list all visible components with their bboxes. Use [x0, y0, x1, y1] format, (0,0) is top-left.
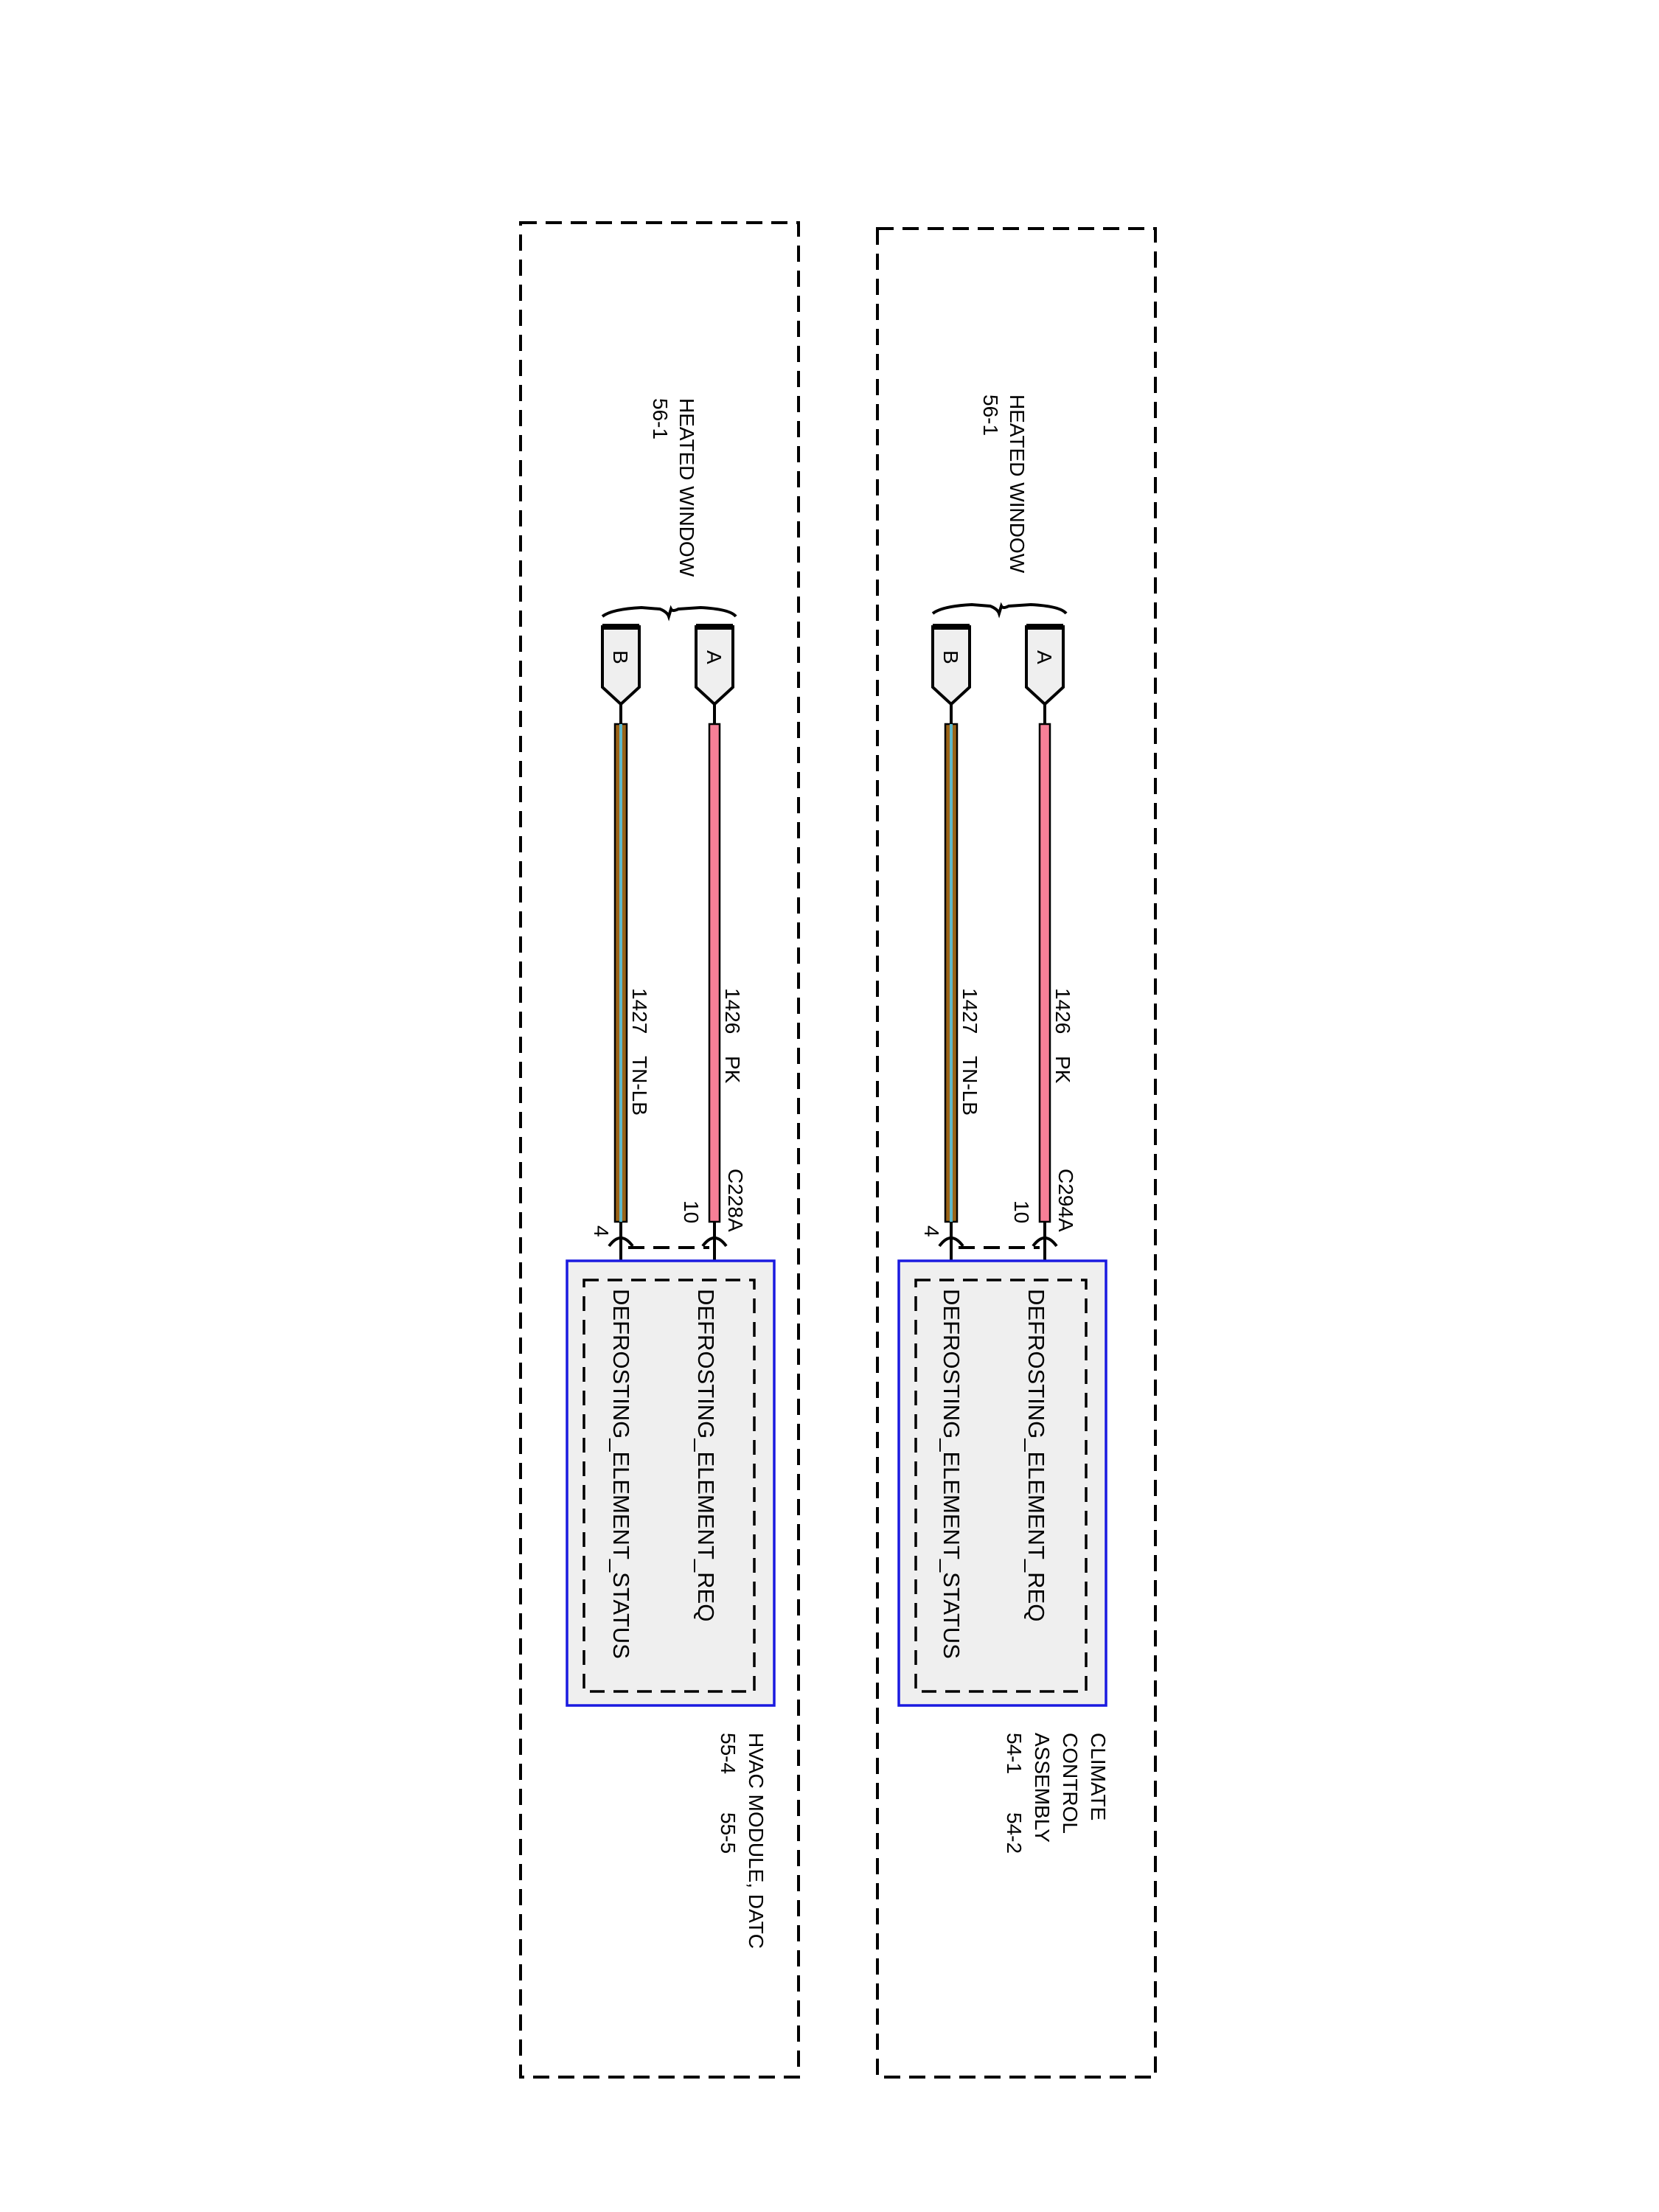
wire-1426-pk	[708, 723, 721, 1223]
terminal-icon	[938, 1222, 964, 1261]
module-internal-box	[582, 1279, 756, 1693]
wire-1427-tn-lb	[613, 723, 628, 1223]
module-name-line: CONTROL	[1059, 1733, 1082, 1834]
circuit-number: 1426	[721, 988, 744, 1034]
component-name: HEATED WINDOW	[1006, 394, 1029, 574]
module-name: HVAC MODULE, DATC	[745, 1733, 768, 1949]
cavity-label: B	[939, 650, 962, 664]
wire-color: TN-LB	[959, 1056, 981, 1116]
wire-color: PK	[1051, 1056, 1074, 1084]
connector-cavity-a: A	[695, 624, 734, 724]
connector-brace	[931, 602, 1068, 619]
module-ref: 54-2	[1003, 1812, 1026, 1854]
signal-name: DEFROSTING_ELEMENT_STATUS	[608, 1289, 634, 1659]
pin-number: 4	[590, 1225, 613, 1237]
component-ref: 56-1	[979, 394, 1002, 436]
panel-border	[519, 221, 800, 2079]
module-box	[566, 1259, 776, 1707]
connector-id: C228A	[724, 1169, 747, 1232]
circuit-number: 1426	[1051, 988, 1074, 1034]
module-ref: 55-5	[717, 1812, 740, 1854]
module-internal-box	[914, 1279, 1088, 1693]
circuit-number: 1427	[959, 988, 981, 1034]
panel-hvac-module: HEATED WINDOW 56-1 B A 1427 TN-LB 1426 P…	[519, 221, 800, 2079]
component-ref: 56-1	[649, 398, 672, 439]
connector-brace	[601, 605, 737, 622]
pin-number: 10	[680, 1200, 703, 1223]
connector-cavity-a: A	[1025, 624, 1065, 724]
cavity-label: A	[703, 650, 726, 664]
wire-1426-pk	[1038, 723, 1051, 1223]
connector-id: C294A	[1054, 1169, 1077, 1232]
module-box	[897, 1259, 1107, 1707]
signal-name: DEFROSTING_ELEMENT_STATUS	[939, 1289, 964, 1659]
module-name-line: ASSEMBLY	[1031, 1733, 1054, 1843]
component-name: HEATED WINDOW	[675, 398, 698, 577]
wire-color: PK	[721, 1056, 744, 1084]
connector-cavity-b: B	[931, 624, 971, 724]
signal-name: DEFROSTING_ELEMENT_REQ	[693, 1289, 719, 1621]
connector-cavity-b: B	[601, 624, 641, 724]
signal-name: DEFROSTING_ELEMENT_REQ	[1023, 1289, 1049, 1621]
module-ref: 55-4	[717, 1733, 740, 1774]
panel-climate-control: HEATED WINDOW 56-1 B A 1427 TN-LB 1426 P…	[876, 227, 1157, 2079]
pin-number: 10	[1010, 1200, 1033, 1223]
pin-number: 4	[920, 1225, 943, 1237]
module-ref: 54-1	[1003, 1733, 1026, 1774]
circuit-number: 1427	[628, 988, 651, 1034]
cavity-label: A	[1033, 650, 1056, 664]
module-name-line: CLIMATE	[1087, 1733, 1110, 1820]
wire-1427-tn-lb	[944, 723, 959, 1223]
wire-color: TN-LB	[628, 1056, 651, 1116]
panel-border	[876, 227, 1157, 2079]
terminal-icon	[608, 1222, 634, 1261]
cavity-label: B	[609, 650, 632, 664]
